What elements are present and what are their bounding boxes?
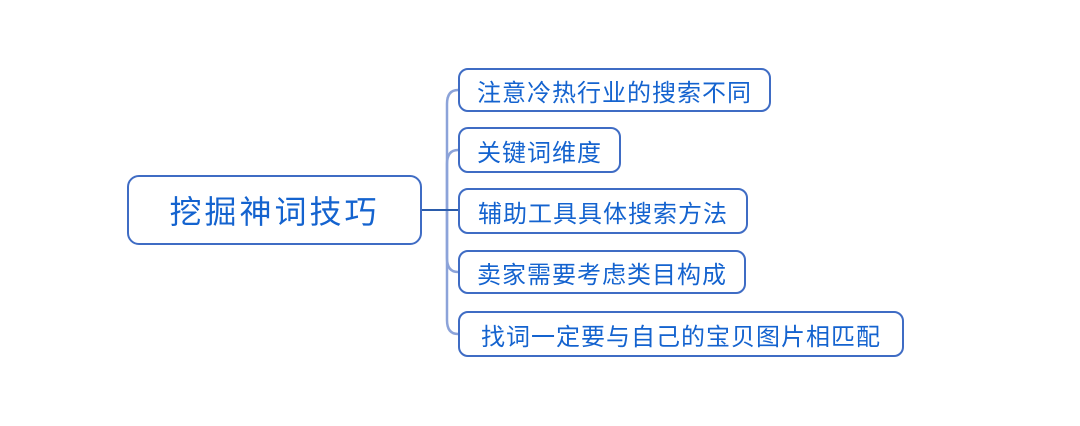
root-node[interactable]: 挖掘神词技巧 [127, 175, 422, 245]
connector-branch-top2 [445, 148, 460, 212]
topic-node-label: 辅助工具具体搜索方法 [478, 201, 728, 228]
connector-branch-bottom1 [445, 208, 460, 274]
topic-node-label: 关键词维度 [477, 140, 602, 167]
root-node-label: 挖掘神词技巧 [169, 194, 380, 230]
connector-branch-top1 [445, 88, 460, 212]
topic-node-2[interactable]: 关键词维度 [458, 127, 621, 173]
topic-node-4[interactable]: 卖家需要考虑类目构成 [458, 250, 746, 294]
topic-node-1[interactable]: 注意冷热行业的搜索不同 [458, 68, 771, 112]
topic-node-label: 注意冷热行业的搜索不同 [477, 80, 752, 107]
topic-node-5[interactable]: 找词一定要与自己的宝贝图片相匹配 [458, 311, 904, 357]
topic-node-label: 找词一定要与自己的宝贝图片相匹配 [481, 324, 881, 351]
topic-node-label: 卖家需要考虑类目构成 [477, 262, 727, 289]
connector-branch-bottom2 [445, 208, 460, 336]
topic-node-3[interactable]: 辅助工具具体搜索方法 [458, 188, 748, 234]
